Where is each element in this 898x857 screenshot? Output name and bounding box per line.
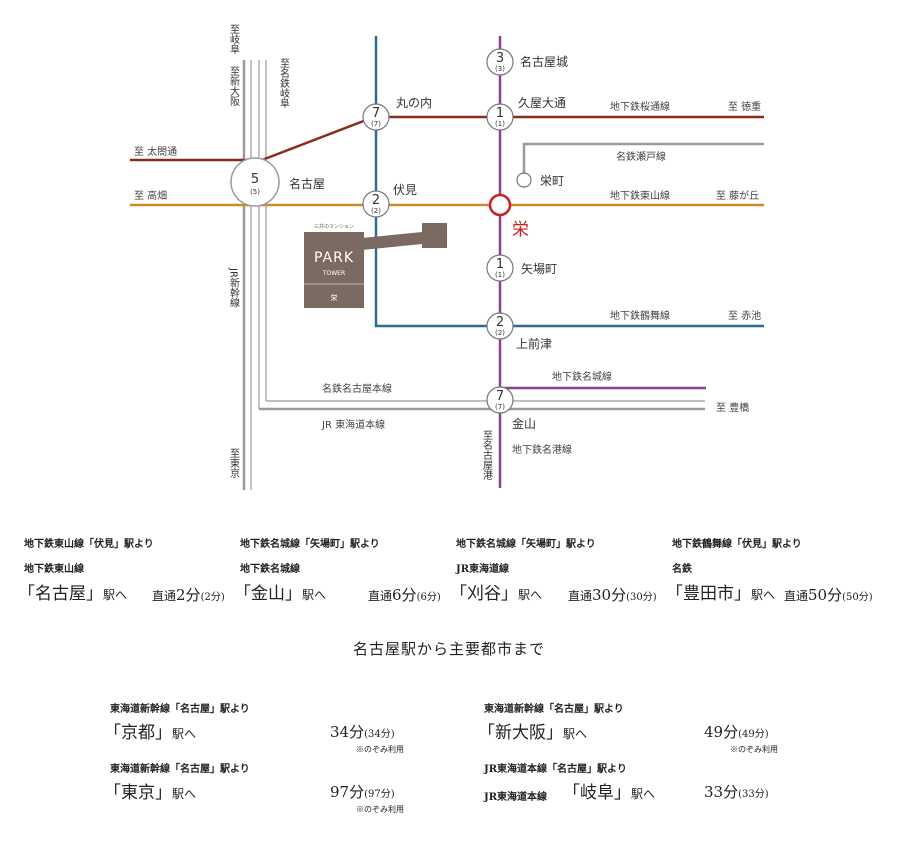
dir-nagoyako: 至名古屋港 <box>481 430 493 480</box>
dir-toyohashi: 至 豊橋 <box>716 401 749 414</box>
line-label-higashiyama: 地下鉄東山線 <box>610 189 670 202</box>
svg-text:(2): (2) <box>495 329 505 337</box>
station-label-yabacho: 矢場町 <box>521 262 557 276</box>
dir-takabata: 至 高畑 <box>134 189 167 202</box>
meitetsu-seto-line <box>522 142 764 176</box>
station-label-marunouchi: 丸の内 <box>396 96 432 110</box>
property-sub: TOWER <box>322 270 345 277</box>
dir-tokushige: 至 徳重 <box>728 100 761 113</box>
property-area: 栄 <box>331 293 338 302</box>
property-marker: 三井のマンション PARK TOWER 栄 <box>304 223 447 308</box>
svg-text:(1): (1) <box>495 271 505 279</box>
dir-shin-osaka: 至新大阪 <box>228 66 240 107</box>
station-nagoya: 5 (5) 名古屋 <box>230 157 325 207</box>
meitetsu-nagoya-line <box>258 60 705 411</box>
line-label-sakuradori: 地下鉄桜通線 <box>610 100 670 113</box>
dir-taikodori: 至 太閤通 <box>134 145 177 158</box>
line-label-meitetsu-nagoya: 名鉄名古屋本線 <box>322 382 392 395</box>
svg-text:2: 2 <box>496 315 504 330</box>
station-label-sakae: 栄 <box>512 220 529 240</box>
line-label-meiko: 地下鉄名港線 <box>512 443 572 456</box>
route-map: 三井のマンション PARK TOWER 栄 5 (5) 名古屋 7 (7) 丸の… <box>130 24 764 490</box>
station-yabacho: 1 (1) 矢場町 <box>486 254 557 282</box>
svg-text:2: 2 <box>372 193 380 208</box>
jr-shinkansen-line <box>242 60 252 490</box>
line-label-seto: 名鉄瀬戸線 <box>616 150 666 163</box>
svg-text:(5): (5) <box>250 188 260 196</box>
station-sakae: 栄 <box>488 193 529 240</box>
svg-text:1: 1 <box>496 106 504 121</box>
svg-text:1: 1 <box>496 257 504 272</box>
line-label-jr-shinkansen: JR新幹線 <box>228 267 240 308</box>
dir-gifu: 至岐阜 <box>228 24 240 55</box>
svg-text:7: 7 <box>496 389 504 404</box>
svg-text:(3): (3) <box>495 65 505 73</box>
dir-akaike: 至 赤池 <box>728 309 761 322</box>
station-label-nagoya: 名古屋 <box>289 176 325 191</box>
station-label-nagoyajo: 名古屋城 <box>520 54 568 69</box>
station-label-sakaemachi: 栄町 <box>540 174 564 188</box>
station-kamimaezu: 2 (2) 上前津 <box>486 312 552 351</box>
station-marunouchi: 7 (7) 丸の内 <box>362 96 432 131</box>
property-name: PARK <box>314 250 354 266</box>
svg-text:(7): (7) <box>495 403 505 411</box>
svg-text:(1): (1) <box>495 120 505 128</box>
line-label-tsurumai: 地下鉄鶴舞線 <box>610 309 670 322</box>
svg-text:3: 3 <box>496 51 504 66</box>
station-label-kanayama: 金山 <box>512 416 536 431</box>
line-label-jr-tokaido: JR 東海道本線 <box>321 418 385 431</box>
line-label-meijo: 地下鉄名城線 <box>552 370 612 383</box>
station-label-fushimi: 伏見 <box>393 183 417 197</box>
station-kanayama: 7 (7) 金山 <box>486 386 536 431</box>
svg-text:5: 5 <box>251 172 259 187</box>
svg-text:(7): (7) <box>371 120 381 128</box>
sakuradori-line <box>130 115 764 162</box>
station-label-hisaya: 久屋大通 <box>518 96 566 110</box>
station-label-kamimaezu: 上前津 <box>516 336 552 351</box>
station-fushimi: 2 (2) 伏見 <box>362 183 417 218</box>
dir-tokyo: 至東京 <box>228 448 240 479</box>
svg-text:7: 7 <box>372 106 380 121</box>
station-sakaemachi: 栄町 <box>516 172 564 188</box>
station-nagoyajo: 3 (3) 名古屋城 <box>486 48 568 76</box>
cities-title: 名古屋駅から主要都市まで <box>352 640 545 658</box>
dir-fujigaoka: 至 藤が丘 <box>716 189 759 202</box>
dir-meitetsu-gifu: 至名鉄岐阜 <box>278 58 290 109</box>
tsurumai-line <box>374 36 764 328</box>
svg-text:(2): (2) <box>371 207 381 215</box>
station-hisaya: 1 (1) 久屋大通 <box>486 96 566 131</box>
property-caption: 三井のマンション <box>314 223 354 230</box>
